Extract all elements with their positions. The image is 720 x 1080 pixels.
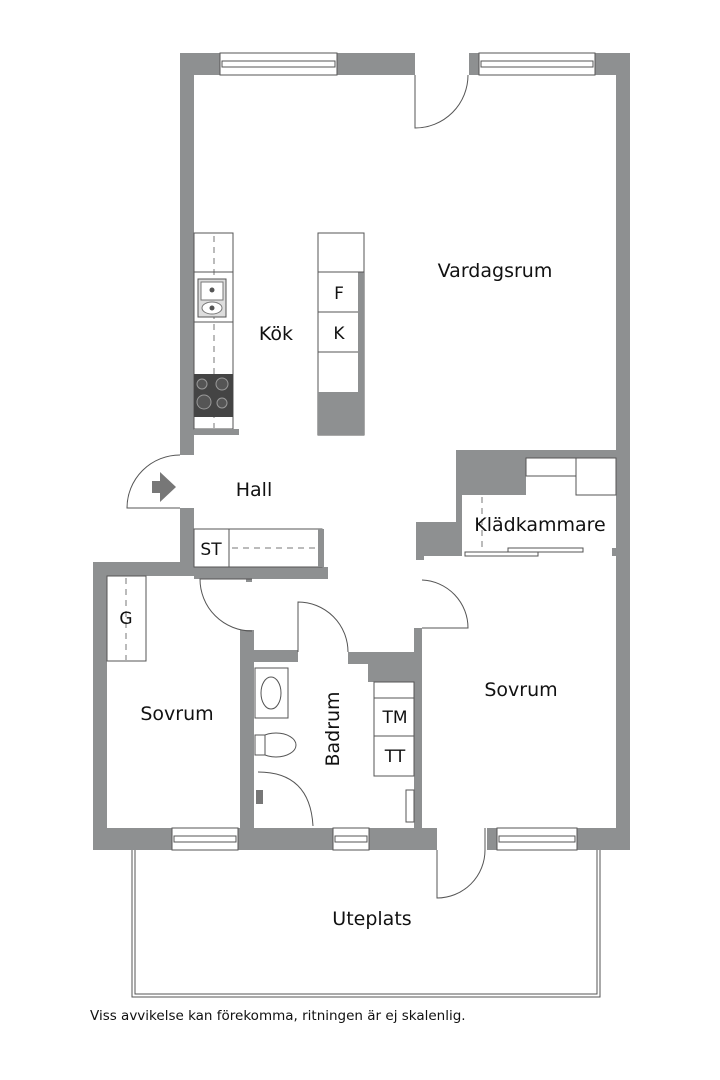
entrance-arrow-icon <box>152 472 176 502</box>
room-label-hall: Hall <box>236 479 273 501</box>
washbasin-icon <box>260 676 282 710</box>
room-label-bedroom-left: Sovrum <box>140 703 213 725</box>
room-label-walkin-closet: Klädkammare <box>474 514 606 536</box>
kitchen-island <box>317 232 365 436</box>
windows <box>171 52 596 851</box>
fixture-label-fridge: F <box>334 284 344 304</box>
room-label-living: Vardagsrum <box>438 260 553 282</box>
bathroom-fixtures <box>254 667 415 827</box>
walls <box>93 53 630 850</box>
room-label-bathroom: Badrum <box>322 691 344 766</box>
room-label-patio: Uteplats <box>332 908 411 930</box>
room-label-kitchen: Kök <box>259 323 293 345</box>
disclaimer-text: Viss avvikelse kan förekomma, ritningen … <box>90 1008 466 1024</box>
storage-cabinet <box>193 528 324 568</box>
fixture-label-washer: TM <box>381 708 407 728</box>
fixture-label-dryer: TT <box>384 747 406 767</box>
sink-icon <box>197 278 227 318</box>
fixture-label-freezer: K <box>333 324 345 344</box>
doors <box>126 53 487 899</box>
stove-icon <box>194 374 233 417</box>
fixture-label-wardrobe: G <box>119 609 132 629</box>
closet-shelves <box>464 457 617 557</box>
kitchen-counter <box>193 232 239 435</box>
wardrobe <box>106 575 147 662</box>
room-label-bedroom-right: Sovrum <box>484 679 557 701</box>
fixture-label-storage: ST <box>200 540 222 560</box>
